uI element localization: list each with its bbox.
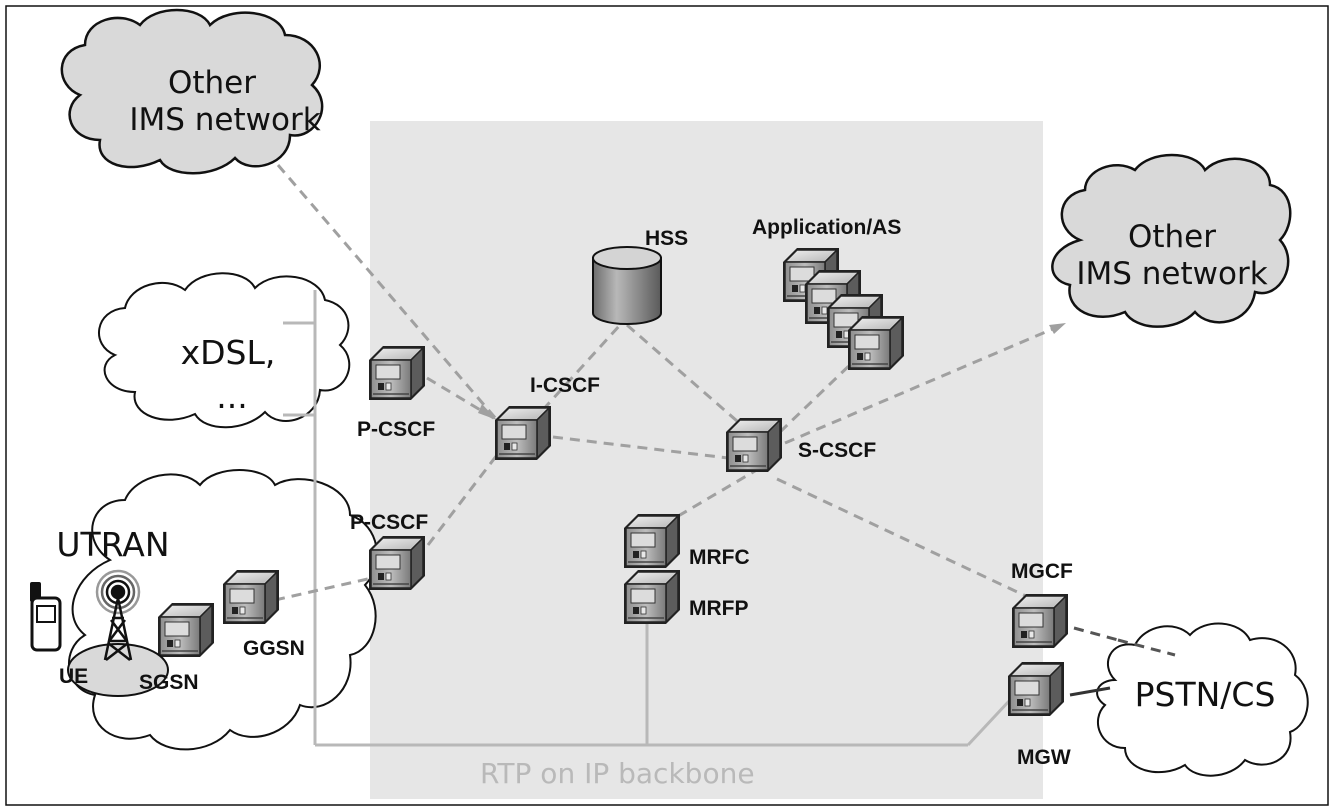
cloud-pstn: PSTN/CS (1096, 622, 1309, 777)
ue-area-ellipse (67, 643, 169, 697)
arrow-head (478, 404, 497, 420)
cloud-label: UTRAN (56, 525, 169, 564)
application-as-label: Application/AS (752, 216, 901, 239)
cloud-utran: UTRAN (56, 469, 378, 751)
mrfp-server-icon (623, 569, 681, 625)
ggsn-label: GGSN (243, 637, 305, 660)
p-cscf-upper-label: P-CSCF (357, 418, 435, 441)
hss-label: HSS (645, 227, 688, 250)
mgw-server-icon (1007, 661, 1065, 717)
sgsn-label: SGSN (139, 671, 199, 694)
i-cscf-label: I-CSCF (530, 374, 600, 397)
backbone-lines (283, 290, 1012, 747)
cloud-label-line2: ... (216, 377, 247, 416)
s-cscf-label: S-CSCF (798, 439, 876, 462)
cloud-other-ims-right: Other IMS network (1051, 153, 1292, 328)
mobile-phone-icon (30, 582, 62, 652)
mrfc-label: MRFC (689, 546, 750, 569)
ggsn-server-icon (222, 569, 280, 625)
signalling-links (274, 164, 1176, 657)
mgw-label: MGW (1017, 746, 1071, 769)
cloud-label-line1: xDSL, (181, 333, 276, 372)
p-cscf-lower-label: P-CSCF (350, 511, 428, 534)
sgsn-server-icon (157, 602, 215, 658)
cloud-other-ims-top-left: Other IMS network (60, 8, 324, 175)
ue-label: UE (59, 665, 88, 688)
cloud-xdsl: xDSL, ... (98, 272, 351, 429)
p-cscf-upper-server-icon (368, 345, 426, 401)
mgcf-server-icon (1011, 593, 1069, 649)
arrow-head (1049, 323, 1066, 334)
cloud-label: PSTN/CS (1135, 675, 1276, 714)
antenna-tower-icon (95, 569, 141, 661)
ims-core-area (370, 121, 1043, 799)
mgw-pstn-link (1069, 686, 1111, 697)
cloud-label-line1: Other (1128, 219, 1216, 255)
diagram-frame (5, 5, 1329, 806)
i-cscf-server-icon (494, 405, 552, 461)
mrfp-label: MRFP (689, 597, 749, 620)
cloud-label-line2: IMS network (1076, 256, 1267, 292)
cloud-label-line2: IMS network (129, 102, 320, 138)
mgcf-label: MGCF (1011, 560, 1073, 583)
cloud-label-line1: Other (168, 65, 256, 101)
hss-database-icon (592, 246, 662, 325)
backbone-label: RTP on IP backbone (480, 757, 755, 790)
p-cscf-lower-server-icon (368, 535, 426, 591)
mrfc-server-icon (623, 513, 681, 569)
s-cscf-server-icon (725, 417, 783, 473)
